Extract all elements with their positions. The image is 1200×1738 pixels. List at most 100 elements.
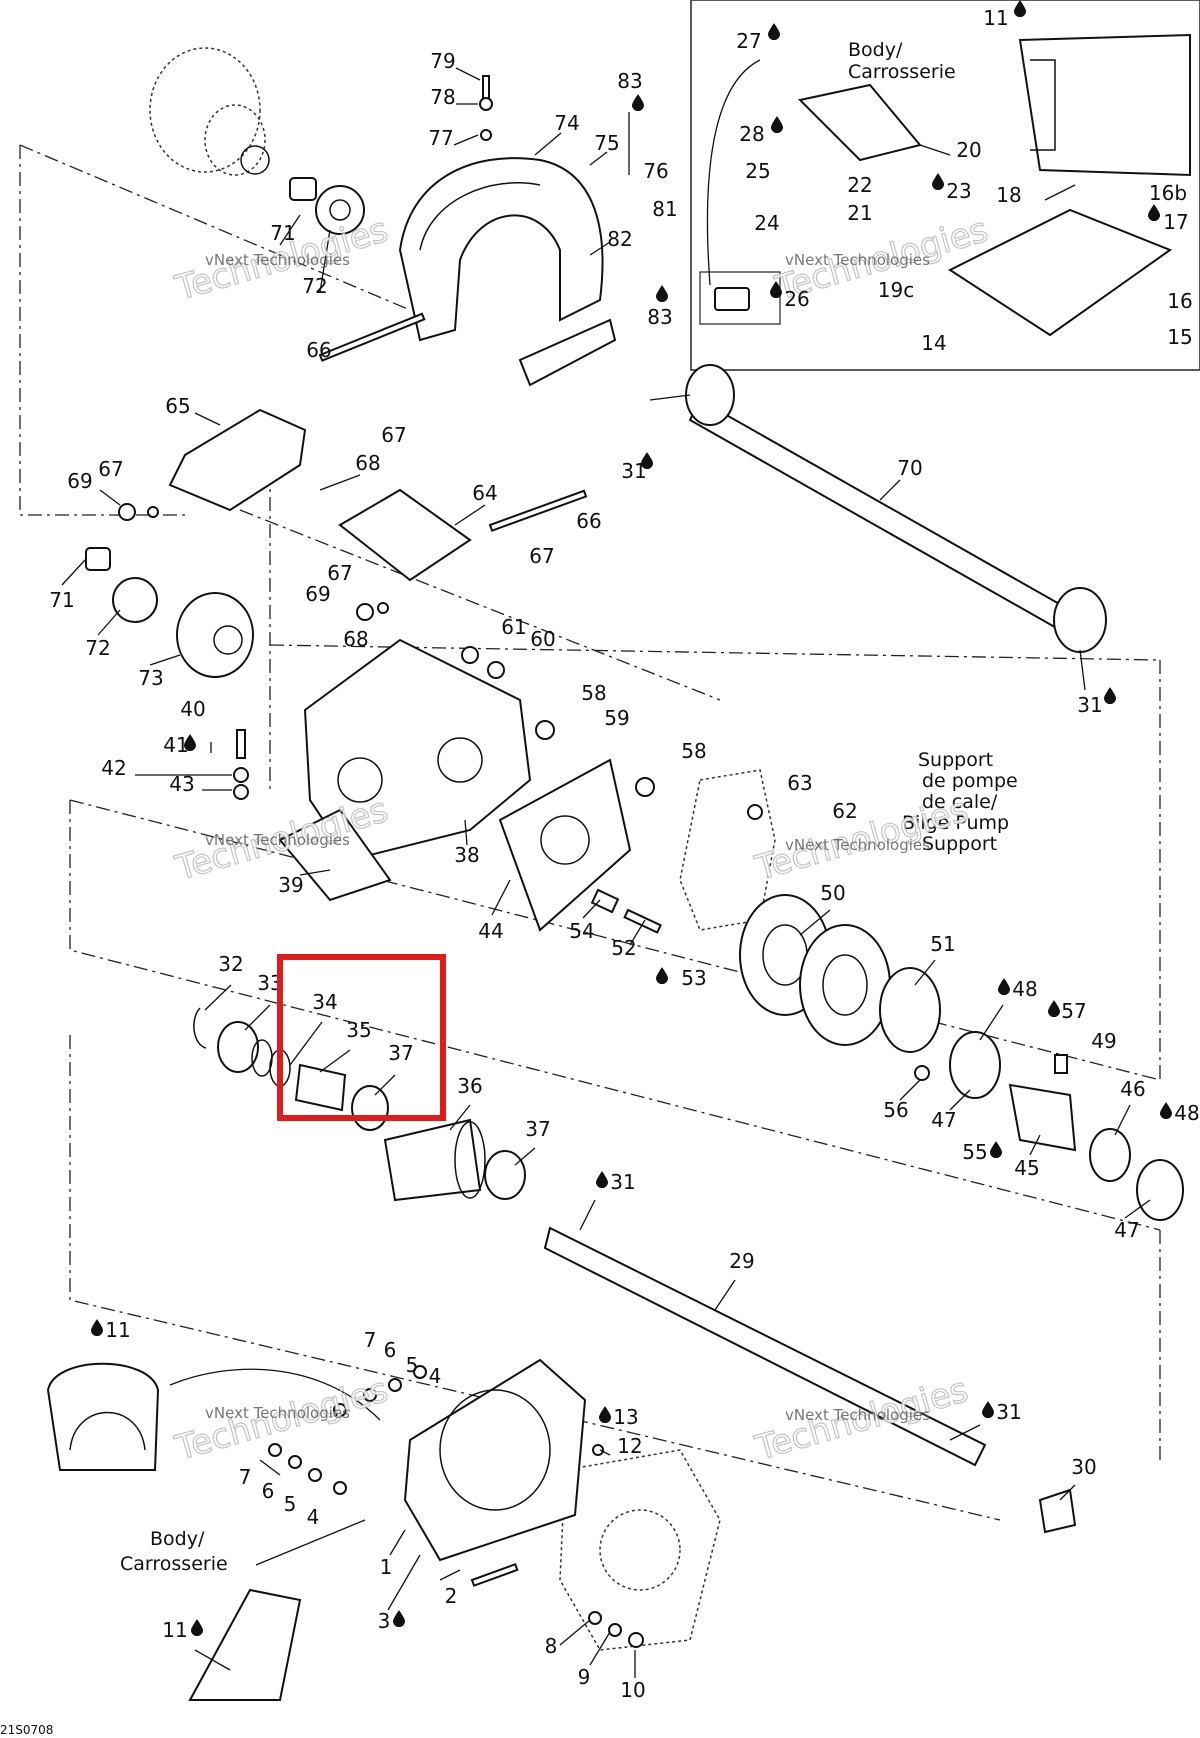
part-number-label: 3 bbox=[378, 1609, 391, 1633]
note-line: Support bbox=[922, 833, 997, 855]
part-number-label: 73 bbox=[138, 666, 163, 690]
impeller-shaft-29 bbox=[543, 1226, 987, 1467]
body-part-11-left bbox=[46, 1362, 160, 1471]
support-38 bbox=[303, 638, 532, 862]
plate-39 bbox=[278, 808, 392, 902]
part-number-label: 6 bbox=[384, 1338, 397, 1362]
plate-44 bbox=[498, 758, 632, 932]
clamp-37 bbox=[484, 1150, 526, 1200]
part-number-label: 48 bbox=[1174, 1101, 1199, 1125]
parts-32-35 bbox=[193, 1007, 389, 1131]
part-number-label: 66 bbox=[576, 509, 601, 533]
part-number-label: 62 bbox=[832, 799, 857, 823]
part-number-label: 14 bbox=[921, 331, 946, 355]
oil-drop-icon bbox=[632, 94, 644, 111]
part-number-label: 4 bbox=[307, 1505, 320, 1529]
part-number-label: 28 bbox=[739, 122, 764, 146]
part-number-label: 65 bbox=[165, 394, 190, 418]
part-number-label: 11 bbox=[983, 6, 1008, 30]
part-number-label: 46 bbox=[1120, 1077, 1145, 1101]
part-number-label: 74 bbox=[554, 111, 579, 135]
oil-drop-icon bbox=[771, 116, 783, 133]
wear-ring-30 bbox=[1038, 1488, 1077, 1534]
part-number-label: 7 bbox=[239, 1465, 252, 1489]
watermark-text: vNext Technologies bbox=[785, 251, 930, 269]
part-number-label: 67 bbox=[529, 544, 554, 568]
part-number-label: 70 bbox=[897, 456, 922, 480]
part-number-label: 8 bbox=[545, 1634, 558, 1658]
oil-drop-icon bbox=[1104, 687, 1116, 704]
note-line: Support bbox=[918, 749, 993, 771]
part-number-label: 72 bbox=[302, 274, 327, 298]
oil-drop-icon bbox=[1160, 1102, 1172, 1119]
coupler-72-top bbox=[289, 177, 365, 235]
coupler-72-left bbox=[85, 547, 158, 623]
part-number-label: 30 bbox=[1071, 1455, 1096, 1479]
oil-drop-icon bbox=[393, 1610, 405, 1627]
part-number-label: 68 bbox=[355, 451, 380, 475]
part-number-label: 36 bbox=[457, 1074, 482, 1098]
inset-frame bbox=[690, 0, 1200, 371]
watermark-text: vNext Technologies bbox=[205, 251, 350, 269]
part-number-label: 37 bbox=[388, 1041, 413, 1065]
bracket-80 bbox=[518, 318, 617, 387]
oil-drop-icon bbox=[596, 1171, 608, 1188]
oil-drop-icon bbox=[1048, 1000, 1060, 1017]
watermark-text: vNext Technologies bbox=[785, 1406, 930, 1424]
part-number-label: 69 bbox=[305, 582, 330, 606]
part-number-label: 55 bbox=[962, 1140, 987, 1164]
part-number-label: 38 bbox=[454, 843, 479, 867]
part-number-label: 77 bbox=[428, 126, 453, 150]
part-number-label: 68 bbox=[343, 627, 368, 651]
part-number-label: 52 bbox=[611, 936, 636, 960]
body-part-11-bottom bbox=[188, 1588, 302, 1701]
part-number-label: 16b bbox=[1149, 181, 1187, 205]
part-number-label: 34 bbox=[312, 990, 337, 1014]
part-number-label: 43 bbox=[169, 772, 194, 796]
part-number-label: 11 bbox=[162, 1618, 187, 1642]
bracket-64 bbox=[338, 488, 472, 582]
part-number-label: 67 bbox=[98, 457, 123, 481]
phantom-bilge-support bbox=[679, 769, 776, 931]
part-number-label: 47 bbox=[1114, 1218, 1139, 1242]
oil-drop-icon bbox=[656, 967, 668, 984]
part-number-label: 61 bbox=[501, 615, 526, 639]
part-number-label: 15 bbox=[1167, 325, 1192, 349]
pump-support-1 bbox=[403, 1358, 587, 1562]
part-number-label: 22 bbox=[847, 173, 872, 197]
part-number-label: 48 bbox=[1012, 977, 1037, 1001]
phantom-drive-pulley bbox=[149, 47, 270, 176]
part-number-label: 35 bbox=[346, 1018, 371, 1042]
oil-drop-icon bbox=[1148, 204, 1160, 221]
highlight-box bbox=[277, 954, 446, 1121]
body-note-bottom: Body/ Carrosserie bbox=[120, 1528, 228, 1575]
part-number-label: 69 bbox=[67, 469, 92, 493]
bearing-46 bbox=[1089, 1128, 1131, 1182]
part-number-label: 21 bbox=[847, 201, 872, 225]
phantom-pump-housing bbox=[559, 1449, 721, 1651]
part-number-label: 57 bbox=[1061, 999, 1086, 1023]
part-number-label: 39 bbox=[278, 873, 303, 897]
part-number-label: 58 bbox=[581, 681, 606, 705]
part-number-label: 13 bbox=[613, 1405, 638, 1429]
note-line: Body/ bbox=[150, 1528, 205, 1550]
seal-47 bbox=[949, 1031, 1184, 1221]
part-number-label: 67 bbox=[381, 423, 406, 447]
sleeve-45 bbox=[1008, 1083, 1077, 1152]
oil-drop-icon bbox=[656, 285, 668, 302]
part-number-label: 56 bbox=[883, 1098, 908, 1122]
part-number-label: 2 bbox=[445, 1584, 458, 1608]
part-number-label: 71 bbox=[270, 221, 295, 245]
image-code: 21S0708 bbox=[0, 1723, 53, 1737]
note-line: de cale/ bbox=[922, 791, 998, 813]
part-number-label: 44 bbox=[478, 919, 503, 943]
pulley-guard-74 bbox=[398, 157, 604, 342]
seal-carrier-50 bbox=[739, 894, 891, 1046]
part-number-label: 18 bbox=[996, 183, 1021, 207]
oil-drop-icon bbox=[191, 1619, 203, 1636]
part-number-label: 31 bbox=[1077, 693, 1102, 717]
watermark-text: vNext Technologies bbox=[785, 836, 930, 854]
part-number-label: 53 bbox=[681, 966, 706, 990]
part-number-label: 16 bbox=[1167, 289, 1192, 313]
